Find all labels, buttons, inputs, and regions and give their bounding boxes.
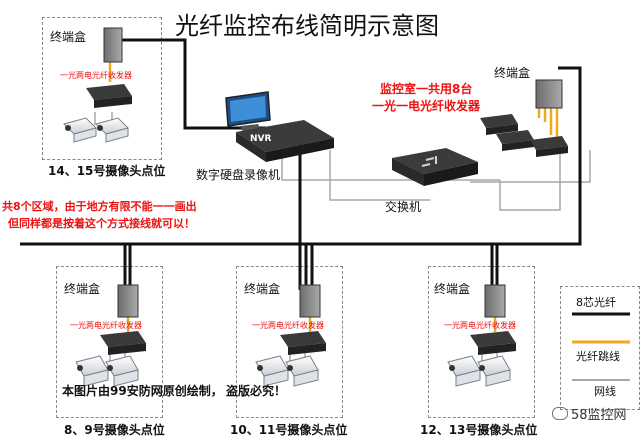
camera-site-caption-bottom-mid: 10、11号摄像头点位	[230, 423, 348, 437]
terminal-box-label-top-left: 终端盒	[50, 30, 87, 44]
camera-site-caption-bottom-left: 8、9号摄像头点位	[64, 423, 165, 437]
wechat-icon	[552, 407, 568, 420]
region-note-line-2: 但同样都是按着这个方式接线就可以！	[8, 217, 195, 230]
nvr-label: 数字硬盘录像机	[196, 168, 281, 182]
terminal-box-bottom-mid	[299, 284, 321, 318]
camera-top-left-1	[63, 117, 97, 143]
legend-network-label: 网线	[594, 385, 616, 398]
site-box-bottom-mid	[236, 266, 343, 418]
monitor-room-note-line-1: 监控室一共用8台	[380, 82, 473, 96]
legend-swatches	[572, 312, 630, 381]
legend-fiber-label: 8芯光纤	[576, 296, 616, 309]
transceiver-top-left	[86, 84, 132, 108]
transceiver-bottom-left	[100, 331, 146, 355]
nvr-badge: NVR	[250, 134, 271, 144]
transceiver-bottom-mid	[280, 331, 326, 355]
watermark: 58监控网	[552, 404, 627, 423]
camera-bottom-left-1	[75, 355, 109, 387]
camera-bottom-right-2	[477, 355, 511, 387]
camera-bottom-mid-1	[255, 355, 289, 387]
monitor-icon	[225, 91, 271, 134]
site-box-bottom-left	[56, 266, 163, 418]
converter-label-bottom-mid: 一光两电光纤收发器	[252, 321, 324, 330]
transceiver-bottom-right	[470, 331, 516, 355]
camera-site-caption-top-left: 14、15号摄像头点位	[48, 164, 166, 178]
transceiver-room-1	[480, 114, 518, 135]
page-title: 光纤监控布线简明示意图	[175, 12, 439, 40]
terminal-box-top-left	[103, 27, 123, 63]
terminal-box-monitor-room	[535, 79, 563, 109]
transceiver-room-2	[496, 130, 534, 151]
converter-label-bottom-left: 一光两电光纤收发器	[70, 321, 142, 330]
converter-label-bottom-right: 一光两电光纤收发器	[444, 321, 516, 330]
legend-patch-label: 光纤跳线	[576, 350, 620, 363]
camera-site-caption-bottom-right: 12、13号摄像头点位	[420, 423, 538, 437]
monitor-room-note-line-2: 一光一电光纤收发器	[372, 99, 481, 113]
site-box-top-left	[42, 17, 162, 160]
fiber-cables	[20, 38, 582, 290]
switch-icon	[392, 148, 478, 186]
nvr-icon: NVR	[236, 120, 334, 162]
terminal-box-bottom-right	[484, 284, 506, 318]
camera-bottom-mid-2	[285, 355, 319, 387]
patch-cords	[108, 62, 559, 332]
camera-bottom-right-1	[447, 355, 481, 387]
watermark-text: 58监控网	[571, 408, 627, 423]
site-box-bottom-right	[428, 266, 535, 418]
converter-label-top-left: 一光两电光纤收发器	[60, 71, 132, 80]
camera-top-left-2	[95, 117, 129, 143]
terminal-box-label-bottom-left: 终端盒	[64, 282, 101, 296]
copyright-note-line-1: 本图片由99安防网原创绘制，	[62, 384, 223, 398]
terminal-box-label-bottom-right: 终端盒	[434, 282, 471, 296]
transceiver-room-3	[530, 136, 568, 157]
camera-bottom-left-2	[105, 355, 139, 387]
switch-label: 交换机	[385, 200, 422, 214]
copyright-note-line-2: 盗版必究！	[226, 384, 287, 398]
region-note-line-1: 共8个区域，由于地方有限不能一一画出	[2, 200, 197, 213]
terminal-box-label-monitor-room: 终端盒	[494, 66, 531, 80]
terminal-box-label-bottom-mid: 终端盒	[244, 282, 281, 296]
terminal-box-bottom-left	[117, 284, 139, 318]
